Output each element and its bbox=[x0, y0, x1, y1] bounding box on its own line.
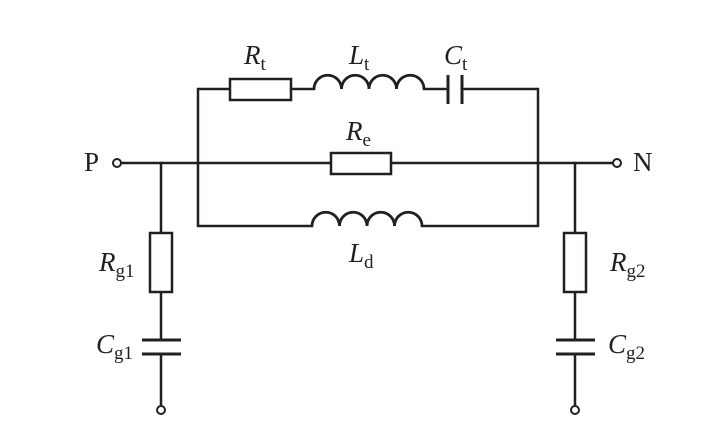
label-ct-subscript: t bbox=[462, 54, 468, 75]
label-cg1: Cg1 bbox=[96, 329, 133, 364]
top-branch-wire bbox=[196, 87, 540, 165]
label-lt: Lt bbox=[348, 40, 370, 75]
label-ct-symbol: C bbox=[444, 40, 463, 70]
left-ground-terminal bbox=[156, 405, 166, 415]
label-rg2-subscript: g2 bbox=[627, 261, 646, 282]
label-cg2: Cg2 bbox=[608, 329, 645, 364]
capacitor-cg1 bbox=[142, 338, 181, 356]
capacitor-cg2 bbox=[556, 338, 595, 356]
label-ld-subscript: d bbox=[364, 252, 374, 273]
label-rt: Rt bbox=[243, 40, 267, 75]
bottom-branch bbox=[196, 161, 540, 228]
inductor-ld bbox=[310, 210, 424, 227]
label-cg2-symbol: C bbox=[608, 329, 627, 359]
right-ground-terminal bbox=[570, 405, 580, 415]
node-label-p: P bbox=[84, 147, 99, 177]
label-re-symbol: R bbox=[345, 116, 363, 146]
label-re-subscript: e bbox=[363, 130, 371, 151]
label-ld-symbol: L bbox=[348, 238, 364, 268]
left-ground-leg bbox=[142, 161, 181, 415]
resistor-rg2 bbox=[562, 231, 588, 294]
resistor-re bbox=[329, 151, 393, 176]
node-label-n: N bbox=[633, 147, 653, 177]
label-rg2-symbol: R bbox=[609, 247, 627, 277]
label-rg1: Rg1 bbox=[98, 247, 135, 282]
label-rg1-symbol: R bbox=[98, 247, 116, 277]
label-cg1-subscript: g1 bbox=[114, 343, 133, 364]
label-ld: Ld bbox=[348, 238, 374, 273]
bottom-branch-wire bbox=[196, 161, 540, 228]
label-lt-subscript: t bbox=[364, 54, 370, 75]
label-cg2-subscript: g2 bbox=[626, 343, 645, 364]
label-cg1-symbol: C bbox=[96, 329, 115, 359]
label-rg2: Rg2 bbox=[609, 247, 646, 282]
label-rg1-subscript: g1 bbox=[116, 261, 135, 282]
label-re: Re bbox=[345, 116, 371, 151]
terminal-p bbox=[112, 158, 122, 168]
resistor-rt bbox=[228, 77, 293, 102]
capacitor-ct bbox=[446, 75, 464, 104]
label-rt-subscript: t bbox=[261, 54, 267, 75]
right-ground-leg bbox=[556, 161, 595, 415]
label-rt-symbol: R bbox=[243, 40, 261, 70]
top-branch bbox=[196, 73, 540, 165]
label-lt-symbol: L bbox=[348, 40, 364, 70]
resistor-rg1 bbox=[148, 231, 174, 294]
terminal-n bbox=[612, 158, 622, 168]
inductor-lt bbox=[312, 73, 426, 90]
label-ct: Ct bbox=[444, 40, 468, 75]
